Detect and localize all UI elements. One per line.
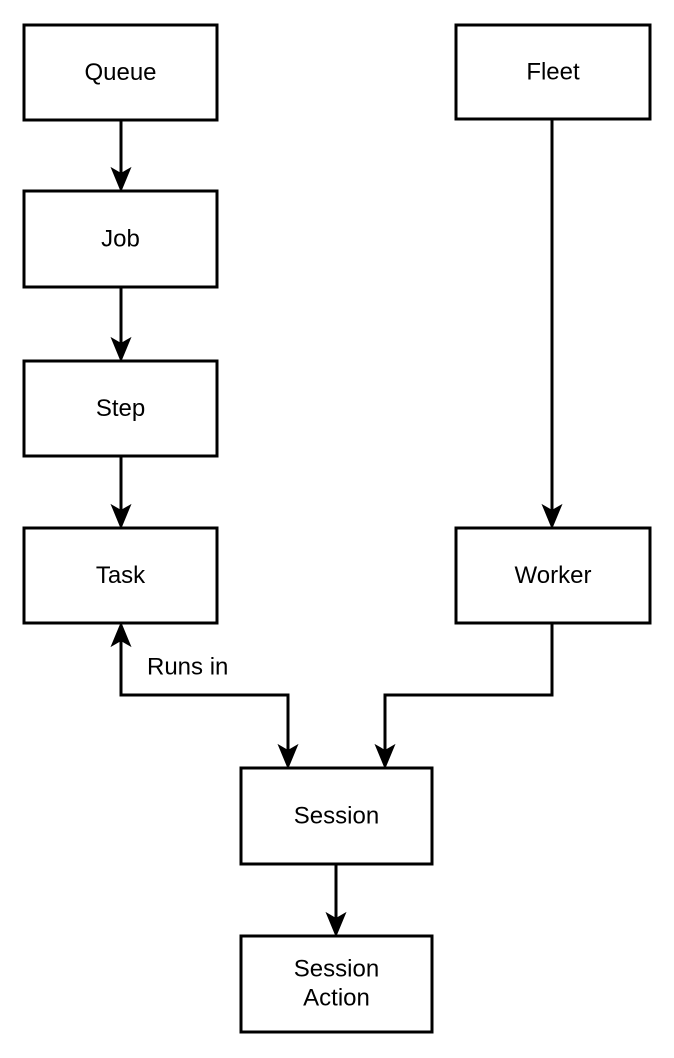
node-box[interactable] xyxy=(22,23,219,122)
node-label-worker: Worker xyxy=(515,562,592,589)
node-worker[interactable]: Worker xyxy=(454,526,652,625)
arrowhead-down-icon xyxy=(110,503,132,530)
node-box[interactable] xyxy=(454,23,652,121)
node-label-queue: Queue xyxy=(84,59,156,86)
node-box[interactable] xyxy=(22,359,219,458)
arrowhead-down-icon xyxy=(110,166,132,193)
edge-worker-to-session xyxy=(374,623,554,770)
arrowhead-up-icon xyxy=(110,621,132,648)
node-label-job: Job xyxy=(101,225,140,252)
arrowhead-down-icon xyxy=(110,336,132,363)
node-session-action[interactable]: Session Action xyxy=(239,934,434,1034)
node-label-session-action-line1: Session xyxy=(294,955,379,982)
arrowhead-down-icon xyxy=(541,503,563,530)
node-label-session-action-line2: Action xyxy=(303,984,370,1011)
arrowhead-down-icon xyxy=(325,911,347,938)
edge-session-to-session-action xyxy=(325,864,347,938)
node-queue[interactable]: Queue xyxy=(22,23,219,122)
node-session[interactable]: Session xyxy=(239,766,434,866)
edge-session-to-task: Runs in xyxy=(110,621,299,770)
node-step[interactable]: Step xyxy=(22,359,219,458)
arrowhead-down-icon xyxy=(374,743,396,770)
edge-fleet-to-worker xyxy=(541,119,563,530)
node-fleet[interactable]: Fleet xyxy=(454,23,652,121)
node-box[interactable] xyxy=(239,766,434,866)
edge-line xyxy=(383,623,554,756)
node-label-session: Session xyxy=(294,802,379,829)
node-task[interactable]: Task xyxy=(22,526,219,625)
node-job[interactable]: Job xyxy=(22,189,219,289)
edge-label-runs-in: Runs in xyxy=(147,653,228,680)
arrowhead-down-icon xyxy=(277,743,299,770)
node-box[interactable] xyxy=(239,934,434,1034)
edge-line xyxy=(119,635,290,756)
node-box[interactable] xyxy=(454,526,652,625)
node-box[interactable] xyxy=(22,189,219,289)
node-label-task: Task xyxy=(96,562,146,589)
edge-queue-to-job xyxy=(110,120,132,193)
node-label-fleet: Fleet xyxy=(526,58,580,85)
edge-job-to-step xyxy=(110,287,132,363)
node-box[interactable] xyxy=(22,526,219,625)
node-label-step: Step xyxy=(96,395,145,422)
edge-step-to-task xyxy=(110,456,132,530)
